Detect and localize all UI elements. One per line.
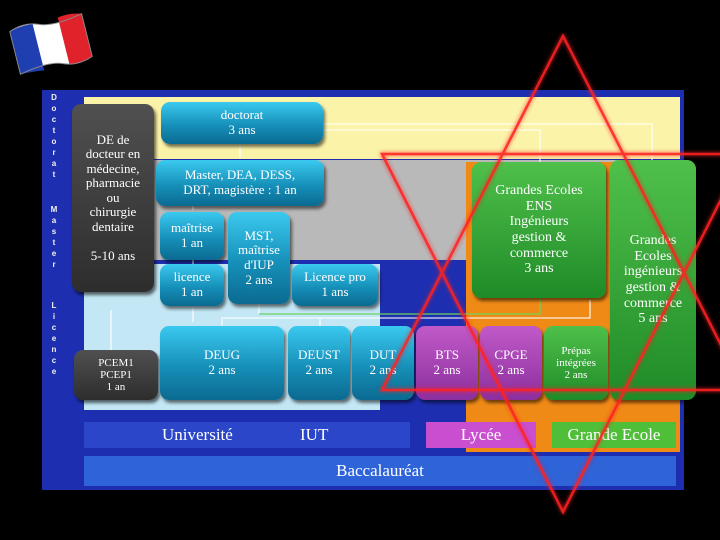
doctorat-box: doctorat 3 ans: [161, 102, 323, 144]
bts-box: BTS 2 ans: [416, 326, 478, 400]
cpge-box: CPGE 2 ans: [480, 326, 542, 400]
baccalaureat-bar: Baccalauréat: [84, 456, 676, 486]
grande-ecole-bar: Grande Ecole: [552, 422, 676, 448]
deug-box: DEUG 2 ans: [160, 326, 284, 400]
side-label-master: M a s t e r: [50, 205, 58, 269]
maitrise-box: maîtrise 1 an: [160, 212, 224, 260]
dut-box: DUT 2 ans: [352, 326, 414, 400]
side-label-doctorat: D o c t o r a t: [51, 93, 57, 179]
master-dea-box: Master, DEA, DESS, DRT, magistère : 1 an: [156, 160, 324, 206]
lycee-bar: Lycée: [426, 422, 536, 448]
universite-iut-bar: Université IUT: [84, 422, 410, 448]
pcem-box: PCEM1 PCEP1 1 an: [74, 350, 158, 400]
mst-box: MST, maîtrise d'IUP 2 ans: [228, 212, 290, 304]
grandes-ecoles-5ans-box: Grandes Ecoles ingénieurs gestion & comm…: [610, 160, 696, 400]
universite-label: Université: [162, 425, 233, 444]
iut-label: IUT: [300, 425, 329, 444]
grandes-ecoles-ens-box: Grandes Ecoles ENS Ingénieurs gestion & …: [472, 162, 606, 298]
licence-pro-box: Licence pro 1 ans: [292, 264, 378, 306]
side-label-licence: L i c e n c e: [51, 301, 57, 376]
prepas-box: Prépas intégrées 2 ans: [544, 326, 608, 400]
de-medecine-box: DE de docteur en médecine, pharmacie ou …: [72, 104, 154, 292]
deust-box: DEUST 2 ans: [288, 326, 350, 400]
france-flag-icon: [4, 5, 98, 83]
licence-box: licence 1 an: [160, 264, 224, 306]
